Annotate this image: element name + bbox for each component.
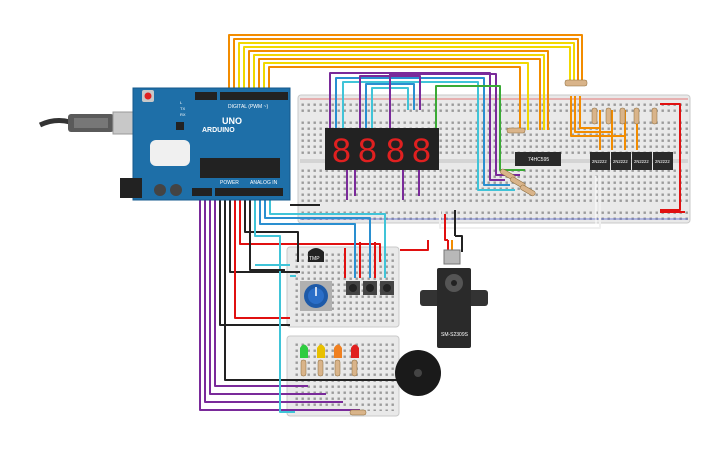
- wire-blue-bb-1: [259, 200, 356, 278]
- shift-register-chip: 74HC595: [515, 152, 561, 166]
- wire-red-servo: [400, 240, 429, 251]
- wire-cyan-bb-1: [254, 200, 295, 413]
- wire-orange-4: [258, 58, 541, 130]
- arduino-model: UNO: [222, 116, 242, 126]
- wire-black-bb-3: [229, 200, 300, 273]
- wire-purple-bb-3: [209, 200, 326, 395]
- wire-red-bb-2: [239, 200, 381, 262]
- wire-black-bb-1: [219, 200, 290, 326]
- wire-purple-bb-4: [214, 200, 308, 387]
- transistor-label-1: 2N2222: [592, 159, 607, 164]
- display-digit-2: 8: [358, 132, 377, 170]
- wire-purple-bb-1: [199, 200, 360, 411]
- arduino-brand: ARDUINO: [202, 127, 235, 134]
- wire-cyan-disp-1: [342, 81, 515, 191]
- usb-cable: [38, 111, 136, 135]
- shift-register-label: 74HC595: [528, 157, 549, 163]
- wire-orange-3: [248, 50, 549, 130]
- transistor-label-4: 2N2222: [655, 159, 670, 164]
- seven-segment-display: 8 8 8 8: [325, 128, 439, 170]
- wires: [199, 34, 685, 413]
- wire-yellow-1: [238, 42, 575, 92]
- wire-yellow-4: [263, 62, 529, 130]
- transistor-label-2: 2N2222: [613, 159, 628, 164]
- wire-yellow-2: [243, 46, 571, 92]
- transistor-drivers: 2N2222 2N2222 2N2222 2N2222: [590, 152, 673, 170]
- servo-label: SM-S2309S: [441, 332, 469, 338]
- led-green: [300, 344, 308, 358]
- piezo-buzzer: [395, 350, 441, 396]
- led-orange: [334, 344, 342, 358]
- small-breadboard-bottom: [286, 335, 400, 417]
- wire-orange-2: [233, 38, 579, 92]
- tx-label: TX: [180, 106, 185, 111]
- wire-black-bb-2: [224, 200, 400, 381]
- led-red: [351, 344, 359, 358]
- wire-orange-1: [228, 34, 583, 92]
- led-yellow: [317, 344, 325, 358]
- display-digit-3: 8: [386, 132, 405, 170]
- wire-orange-5: [268, 66, 521, 130]
- transistor-label-3: 2N2222: [634, 159, 649, 164]
- wire-black-bb-4: [244, 200, 299, 262]
- digital-pins-label: DIGITAL (PWM ~): [228, 104, 268, 110]
- wire-red-bb-1: [234, 200, 290, 319]
- wire-blue-bb-2: [264, 200, 371, 278]
- arduino-uno[interactable]: ARDUINO UNO DIGITAL (PWM ~) POWER ANALOG…: [120, 87, 291, 201]
- display-digit-4: 8: [412, 132, 431, 170]
- analog-label: ANALOG IN: [250, 180, 278, 186]
- push-buttons[interactable]: [346, 281, 394, 295]
- l-label: L: [180, 100, 183, 105]
- servo-motor[interactable]: SM-S2309S: [420, 249, 488, 348]
- wire-green-disp: [435, 85, 525, 171]
- rx-label: RX: [180, 112, 186, 117]
- wire-cyan-bb-2: [269, 200, 386, 278]
- potentiometer[interactable]: [300, 281, 332, 311]
- leds: [300, 344, 359, 358]
- wire-blue-disp-1: [335, 77, 510, 186]
- resistors: [300, 79, 658, 416]
- wire-purple-bb-2: [204, 200, 343, 403]
- power-label: POWER: [220, 180, 239, 186]
- wire-yellow-3: [253, 54, 545, 130]
- temperature-sensor: TMP: [308, 248, 324, 262]
- display-digit-1: 8: [332, 132, 351, 170]
- temp-sensor-label: TMP: [309, 256, 320, 262]
